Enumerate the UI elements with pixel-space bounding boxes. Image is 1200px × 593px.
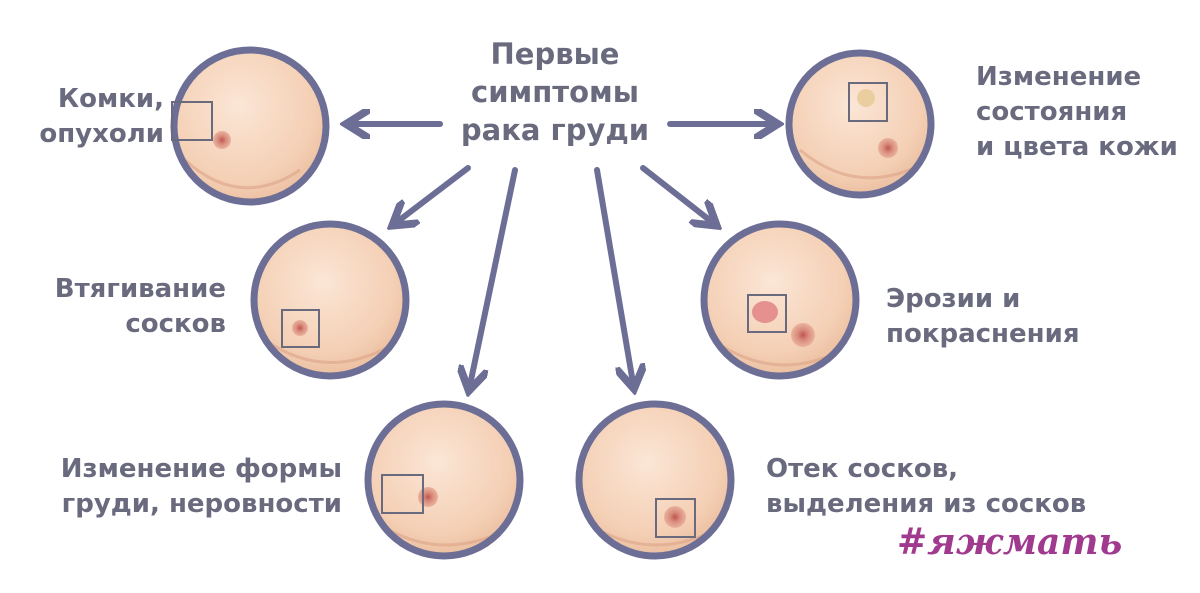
label-lumps: Комки, опухоли bbox=[39, 84, 164, 149]
arrows bbox=[352, 124, 772, 385]
breast-image-nipple-swelling bbox=[575, 400, 735, 560]
label-nipple-swelling: Отек сосков, выделения из сосков bbox=[766, 454, 1087, 519]
label-retraction: Втягивание сосков bbox=[54, 274, 226, 339]
brand-watermark: #яжмать bbox=[897, 521, 1123, 563]
diagram-title: Первые симптомы рака груди bbox=[460, 37, 650, 147]
breast-image-shape-change bbox=[364, 400, 524, 560]
breast-image-retraction bbox=[250, 220, 410, 380]
label-erosion: Эрозии и покраснения bbox=[886, 284, 1080, 349]
breast-image-skin-change bbox=[785, 49, 935, 199]
arrow-to-erosion bbox=[640, 165, 712, 222]
arrow-to-shape-change bbox=[470, 167, 518, 385]
breast-image-lumps bbox=[170, 46, 330, 206]
arrow-to-retraction bbox=[397, 165, 471, 222]
breast-image-erosion bbox=[700, 220, 860, 380]
label-skin-change: Изменение состояния и цвета кожи bbox=[976, 62, 1178, 162]
label-shape-change: Изменение формы груди, неровности bbox=[60, 454, 342, 519]
arrow-to-nipple-swelling bbox=[594, 167, 633, 383]
